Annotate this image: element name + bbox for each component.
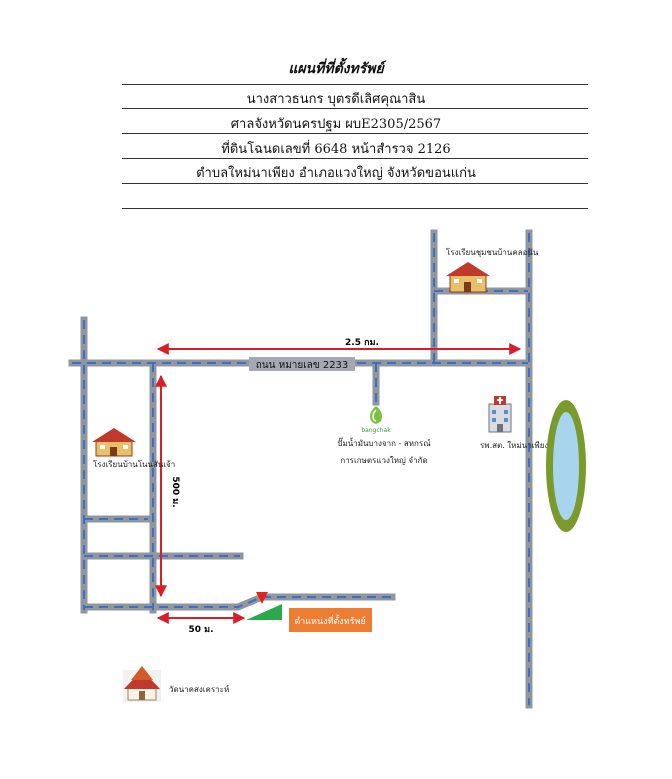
gas-station-label-1: ปั๊มน้ำมันบางจาก - สหกรณ์ [337, 437, 431, 448]
header-rule [122, 84, 588, 85]
distance-label-vertical: 500 ม. [170, 476, 180, 507]
road-network [68, 229, 533, 709]
road-label-box [249, 357, 355, 371]
property-label: ตำแหน่งที่ตั้งทรัพย์ [294, 614, 365, 627]
road-label: ถนน หมายเลข 2233 [256, 360, 349, 371]
header-rule [122, 183, 588, 184]
distance-label-top: 2.5 กม. [345, 338, 379, 348]
location-info: ตำบลใหม่นาเพียง อำเภอแวงใหญ่ จังหวัดขอนแ… [196, 166, 476, 181]
bangchak-logo-icon [370, 406, 382, 424]
property-label-box [289, 608, 372, 632]
hospital-label: รพ.สต. ใหม่นาเพียง [480, 441, 548, 450]
header-rule [122, 133, 588, 134]
hospital-icon [488, 396, 512, 433]
school-west-label: โรงเรียนบ้านโนนสันเจ้า [93, 459, 175, 469]
school-north-icon [446, 262, 490, 293]
temple-label: วัดนาคสงเคราะห์ [169, 684, 229, 694]
header-rule [122, 158, 588, 159]
temple-icon [123, 666, 161, 702]
owner-name: นางสาวธนกร บุตรดีเลิศคุณาสิน [246, 92, 426, 107]
school-west-icon [92, 428, 136, 457]
court-case: ศาลจังหวัดนครปฐม ผบE2305/2567 [230, 117, 442, 132]
gas-station-label-2: การเกษตรแวงใหญ่ จำกัด [340, 456, 427, 465]
map-title: แผนที่ที่ตั้งทรัพย์ [288, 61, 384, 77]
property-triangle [246, 604, 282, 620]
gas-brand-label: bangchak [361, 427, 391, 434]
distance-label-bottom: 50 ม. [188, 625, 213, 635]
road-south [80, 593, 396, 611]
school-north-label: โรงเรียนชุมชนบ้านคลอนัน [446, 247, 539, 257]
deed-info: ที่ดินโฉนดเลขที่ 6648 หน้าสำรวจ 2126 [221, 142, 451, 157]
pond-icon [546, 400, 586, 532]
location-marker-icon [256, 592, 268, 604]
header-rule [122, 108, 588, 109]
header-rule [122, 208, 588, 209]
